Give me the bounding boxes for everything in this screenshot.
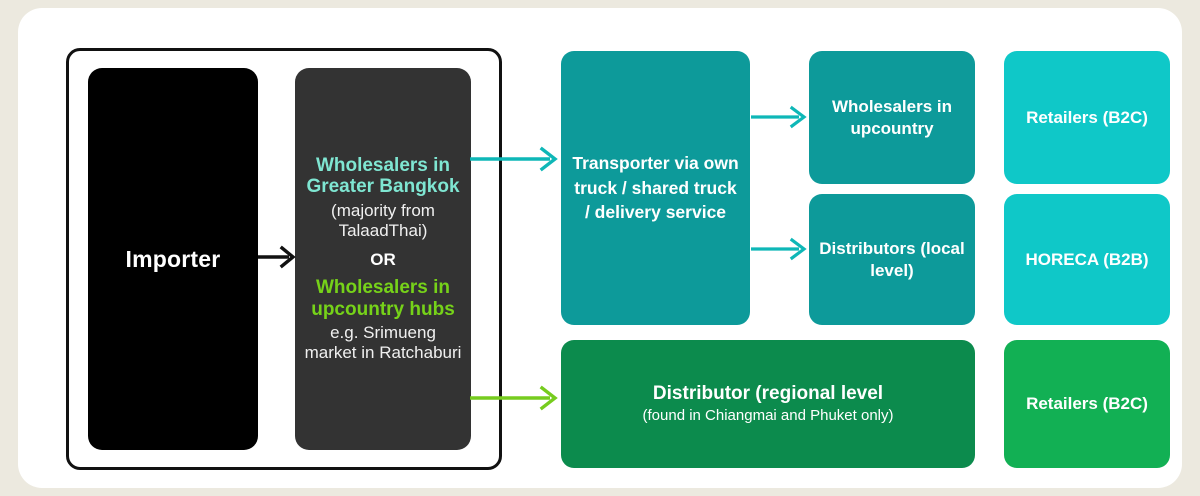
retailers-b2c-teal-label: Retailers (B2C): [1026, 107, 1148, 127]
wholesalers-in-upcountry-label: Wholesalers in upcountry: [832, 97, 952, 138]
wholesalers-upcountry-hubs-heading: Wholesalers in upcountry hubs: [311, 277, 455, 320]
distributor-regional-level-note: (found in Chiangmai and Phuket only): [642, 407, 894, 424]
transporter-box[interactable]: Transporter via own truck / shared truck…: [561, 51, 750, 325]
diagram-card: Importer Wholesalers in Greater Bangkok …: [18, 8, 1182, 488]
distributors-local-level-box[interactable]: Distributors (local level): [809, 194, 975, 325]
retailers-b2c-green-label: Retailers (B2C): [1026, 394, 1148, 414]
transporter-label: Transporter via own truck / shared truck…: [572, 152, 739, 223]
retailers-b2c-teal-box[interactable]: Retailers (B2C): [1004, 51, 1170, 184]
arrow-importer-to-wholesalers: [258, 245, 296, 269]
importer-label: Importer: [125, 245, 221, 272]
importer-box[interactable]: Importer: [88, 68, 258, 450]
horeca-b2b-label: HORECA (B2B): [1025, 249, 1149, 269]
arrow-transporter-to-distributors-local: [751, 237, 807, 261]
distributor-regional-level-title: Distributor (regional level: [652, 383, 884, 405]
wholesalers-in-upcountry-box[interactable]: Wholesalers in upcountry: [809, 51, 975, 184]
arrow-wholesalers-to-transporter: [470, 146, 558, 172]
wholesaler-options-box[interactable]: Wholesalers in Greater Bangkok (majority…: [295, 68, 471, 450]
wholesalers-upcountry-hubs-note: e.g. Srimueng market in Ratchaburi: [304, 323, 462, 363]
distributor-regional-level-box[interactable]: Distributor (regional level (found in Ch…: [561, 340, 975, 468]
arrow-wholesalers-to-distributor-regional: [470, 385, 558, 411]
horeca-b2b-box[interactable]: HORECA (B2B): [1004, 194, 1170, 325]
arrow-transporter-to-wholesalers-upcountry: [751, 105, 807, 129]
distributors-local-level-label: Distributors (local level): [819, 239, 965, 280]
retailers-b2c-green-box[interactable]: Retailers (B2C): [1004, 340, 1170, 468]
wholesalers-greater-bangkok-heading: Wholesalers in Greater Bangkok: [306, 154, 460, 198]
wholesalers-greater-bangkok-note: (majority from TalaadThai): [331, 200, 435, 240]
or-separator: OR: [370, 250, 396, 269]
